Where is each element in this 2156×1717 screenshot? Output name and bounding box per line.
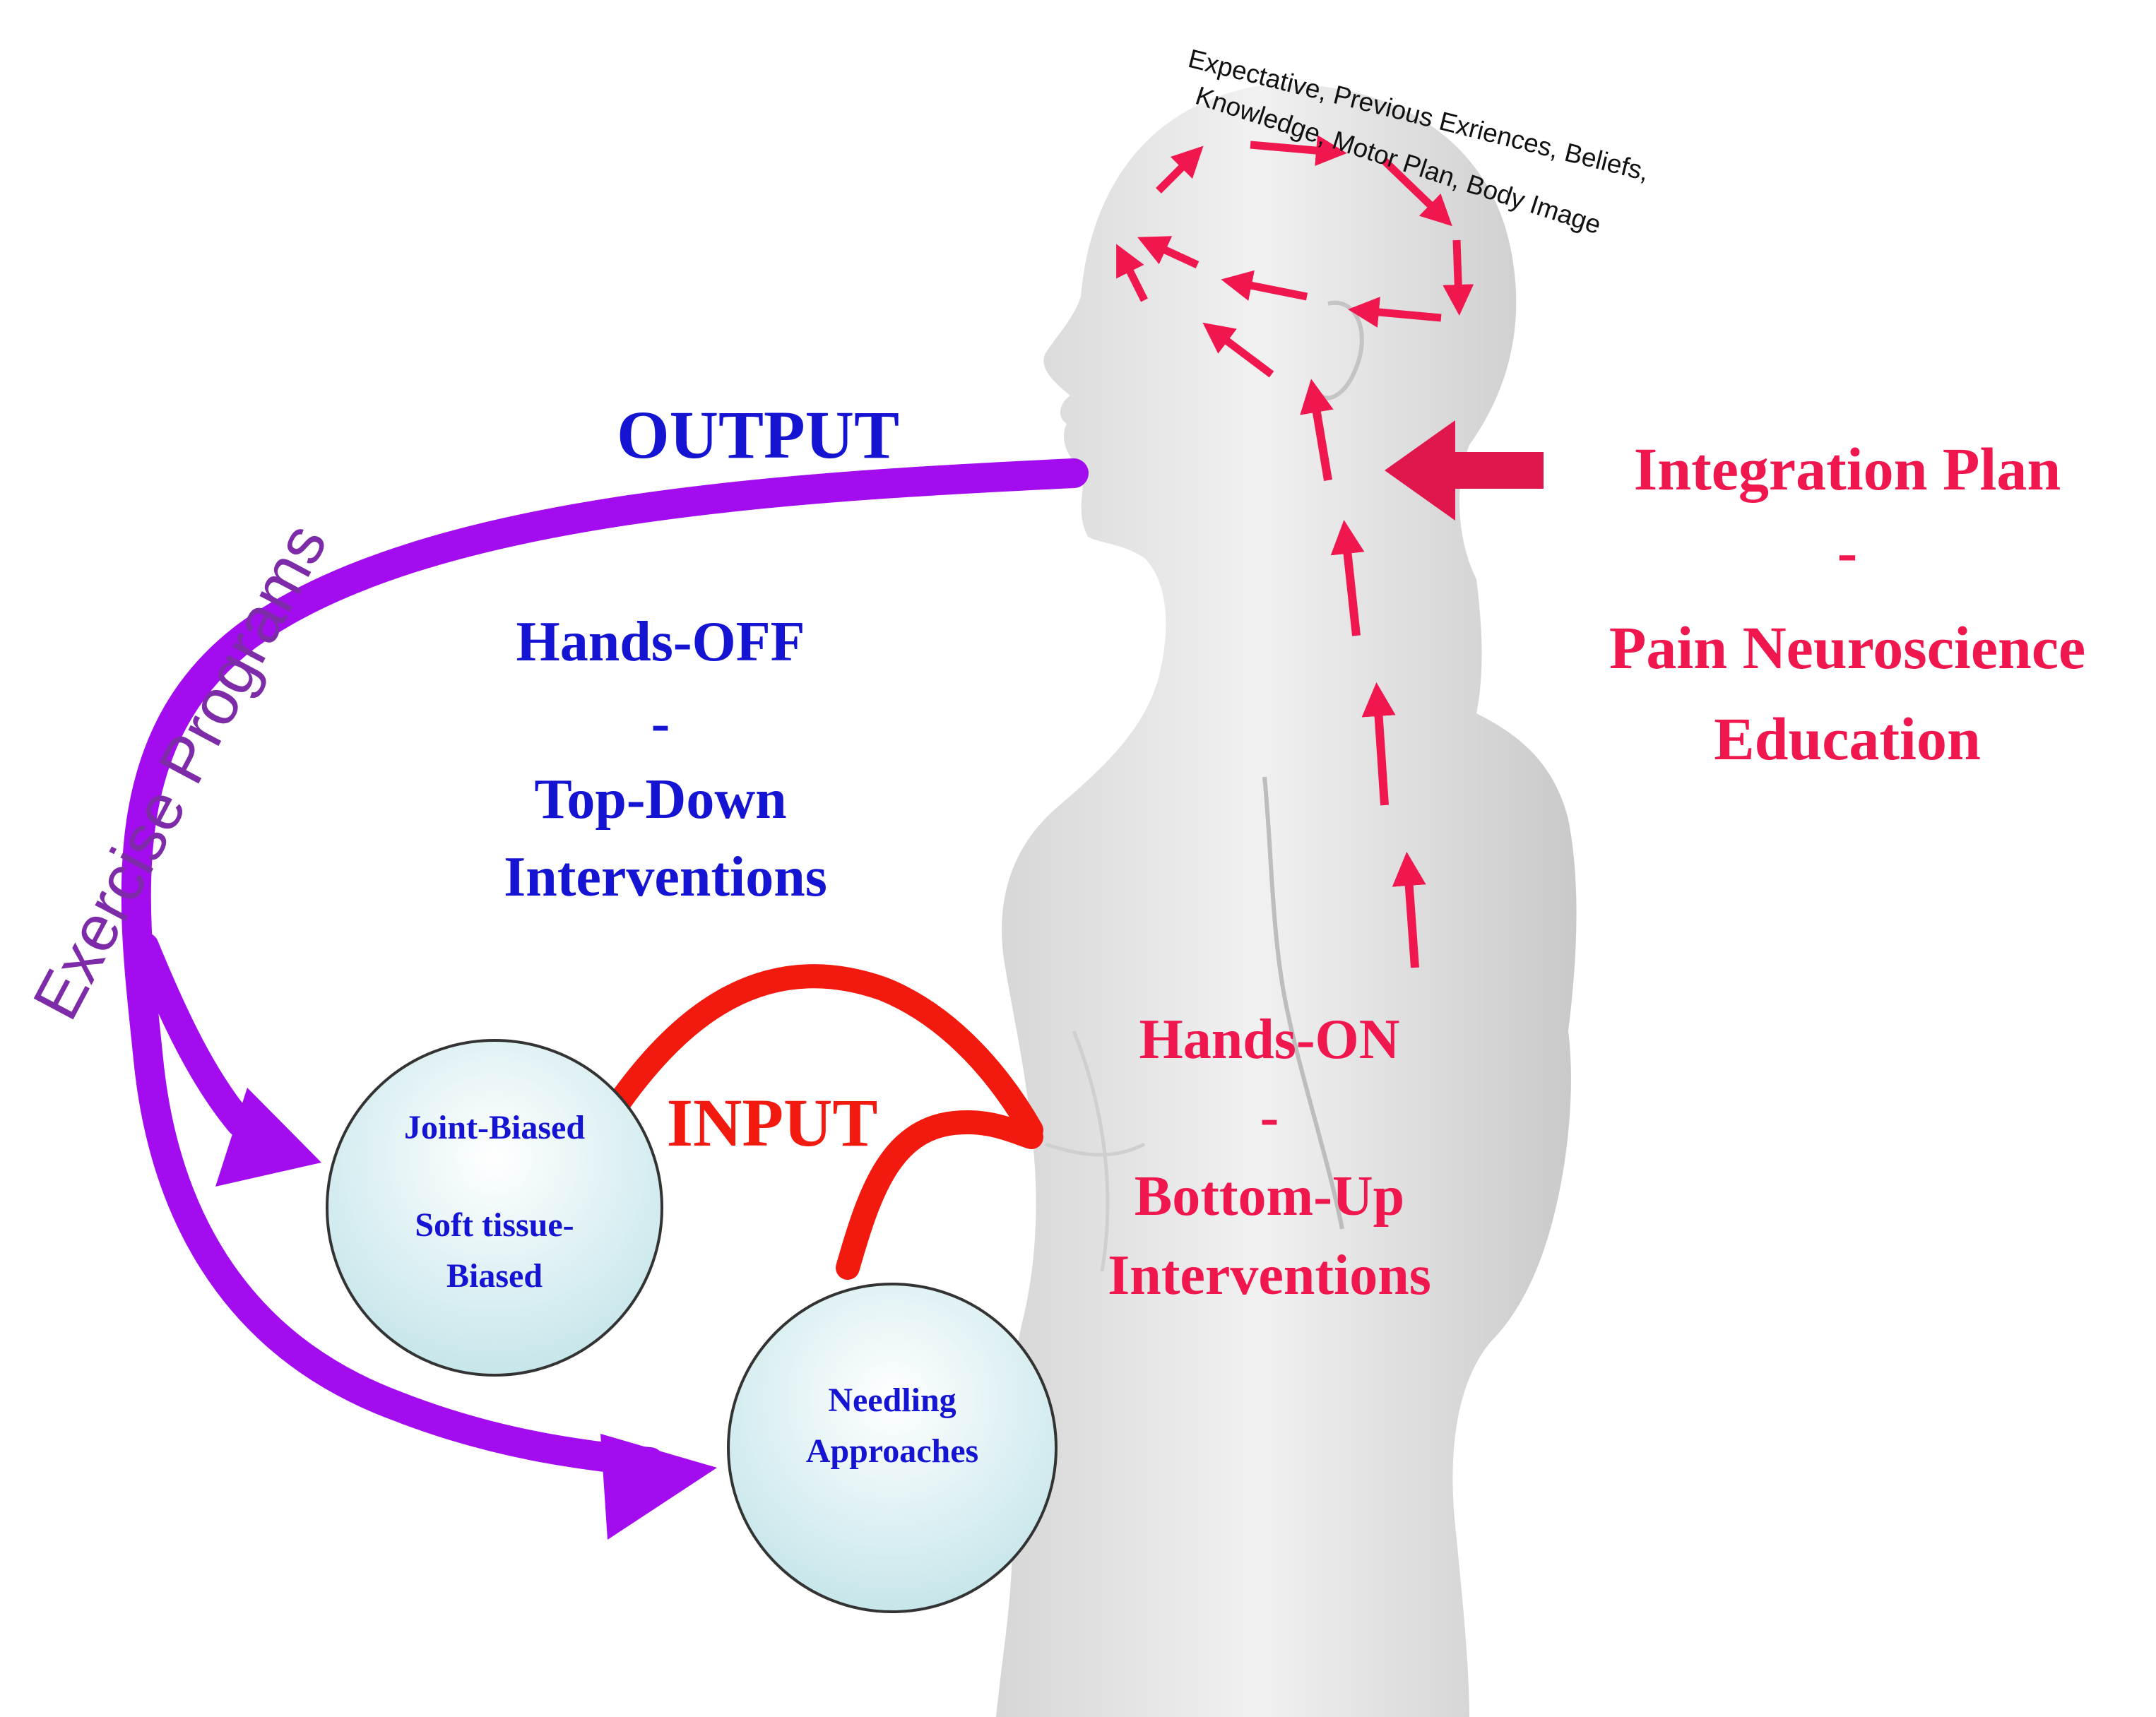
circle-needling	[727, 1283, 1058, 1613]
circle-joint-line2: Soft tissue-	[415, 1206, 574, 1244]
arm-outline	[1262, 776, 1344, 1230]
brain-loop-arrows-icon	[1116, 135, 1474, 378]
hands-on-block: Hands-ON - Bottom-Up Interventions	[1108, 1009, 1431, 1307]
brain-arrow-7	[1137, 236, 1200, 268]
arrow-head-joint	[215, 1088, 321, 1187]
brain-arrow-2	[1250, 135, 1347, 167]
hands-off-line3: Top-Down	[534, 768, 786, 831]
brain-arrow-8	[1116, 244, 1148, 302]
circle-joint-line1: Joint-Biased	[404, 1109, 585, 1146]
input-label: INPUT	[667, 1085, 878, 1160]
hands-on-line1: Hands-ON	[1139, 1009, 1400, 1071]
hands-off-line2: -	[651, 692, 670, 754]
hands-off-line1: Hands-OFF	[516, 611, 805, 673]
torso-shading	[1045, 1030, 1146, 1272]
brain-arrow-9	[1202, 322, 1274, 378]
brain-arrow-6	[1221, 270, 1308, 301]
integration-block: Integration Plan - Pain Neuroscience Edu…	[1609, 435, 2085, 773]
brain-arrow-1	[1156, 145, 1204, 194]
output-arrow-group	[121, 458, 1089, 1540]
hands-off-line4: Interventions	[504, 846, 827, 908]
exercise-programs-label: Exercise Programs	[20, 512, 341, 1030]
hands-on-line2: -	[1260, 1086, 1279, 1148]
hands-on-line3: Bottom-Up	[1135, 1165, 1404, 1228]
arrow-head-needling	[600, 1434, 717, 1540]
brain-arrow-5	[1348, 297, 1442, 328]
human-body-figure	[996, 84, 1577, 1717]
spine-arrow-3	[1330, 520, 1365, 636]
circle-joint-line3: Biased	[446, 1257, 543, 1295]
spine-arrow-2	[1361, 682, 1396, 806]
circle-needling-line1: Needling	[828, 1382, 956, 1419]
human-body-silhouette	[996, 84, 1577, 1717]
integration-line1: Integration Plan	[1634, 435, 2061, 503]
input-curve-needling	[836, 1110, 1043, 1280]
circle-needling-group: Needling Approaches	[727, 1283, 1058, 1613]
spine-arrow-4	[1300, 379, 1334, 481]
hands-on-line4: Interventions	[1108, 1244, 1431, 1307]
integration-line4: Education	[1714, 705, 1981, 773]
circle-joint-group: Joint-Biased Soft tissue- Biased	[326, 1039, 663, 1377]
circle-joint	[326, 1039, 663, 1377]
input-curve-joint	[603, 964, 1043, 1142]
input-connectors	[603, 964, 1043, 1280]
integration-line2: -	[1837, 518, 1858, 586]
output-branch-curve	[131, 932, 254, 1137]
integration-arrow-icon	[1385, 420, 1544, 521]
spine-arrow-1	[1392, 852, 1426, 968]
circle-needling-line2: Approaches	[806, 1432, 978, 1470]
brain-arrow-4	[1443, 239, 1474, 316]
integration-line3: Pain Neuroscience	[1609, 614, 2085, 682]
output-label: OUTPUT	[617, 397, 899, 473]
spine-arrows-icon	[1300, 379, 1426, 968]
hands-off-block: Hands-OFF - Top-Down Interventions	[504, 611, 827, 908]
brain-arrow-3	[1382, 158, 1452, 227]
